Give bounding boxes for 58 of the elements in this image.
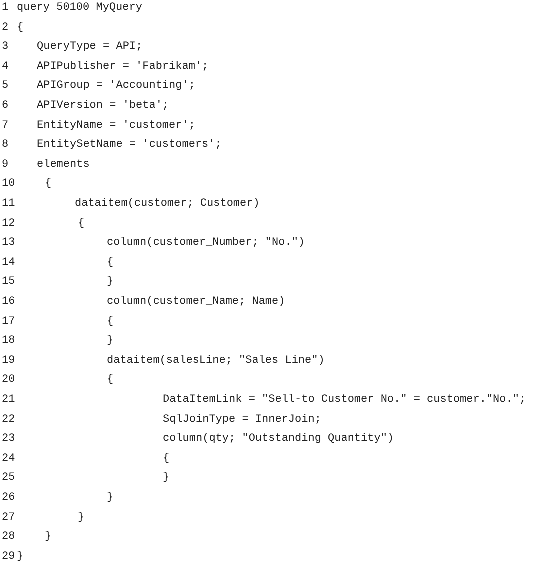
line-number: 5 [2, 79, 9, 94]
line-number: 27 [2, 510, 16, 525]
code-line: APIPublisher = 'Fabrikam'; [37, 60, 209, 74]
code-line: { [78, 216, 85, 231]
line-number: 16 [2, 295, 16, 309]
code-line: } [45, 530, 52, 544]
code-line: { [17, 20, 24, 35]
code-line: { [45, 177, 52, 192]
code-line: EntityName = 'customer'; [37, 118, 196, 133]
line-number: 9 [2, 158, 9, 172]
line-number: 29 [2, 550, 16, 564]
code-line: { [107, 373, 114, 388]
line-number: 1 [2, 1, 9, 15]
line-number: 22 [2, 412, 16, 427]
line-number: 19 [2, 354, 16, 368]
line-number: 10 [2, 177, 16, 192]
code-line: dataitem(salesLine; "Sales Line") [107, 354, 325, 368]
code-line: QueryType = API; [37, 40, 143, 54]
line-number: 20 [2, 373, 16, 388]
line-number: 23 [2, 432, 16, 446]
code-line: } [107, 334, 114, 348]
line-number: 3 [2, 40, 9, 54]
line-number: 2 [2, 20, 9, 35]
code-line: column(customer_Name; Name) [107, 295, 286, 309]
code-line: column(customer_Number; "No.") [107, 236, 306, 250]
line-number: 7 [2, 118, 9, 133]
line-number: 21 [2, 393, 16, 407]
line-number: 28 [2, 530, 16, 544]
line-number: 17 [2, 314, 16, 329]
code-line: dataitem(customer; Customer) [75, 197, 260, 211]
code-line: } [107, 275, 114, 290]
code-line: SqlJoinType = InnerJoin; [163, 412, 322, 427]
code-line: DataItemLink = "Sell-to Customer No." = customer."No."; [163, 393, 526, 407]
code-line: APIGroup = 'Accounting'; [37, 79, 196, 94]
line-number: 14 [2, 256, 16, 270]
code-line: query 50100 MyQuery [17, 1, 142, 15]
code-line: { [107, 256, 114, 270]
line-number: 6 [2, 99, 9, 113]
code-line: { [163, 452, 170, 466]
line-number: 18 [2, 334, 16, 348]
code-line: EntitySetName = 'customers'; [37, 138, 222, 152]
code-line: elements [37, 158, 90, 172]
line-number: 24 [2, 452, 16, 466]
code-line: column(qty; "Outstanding Quantity") [163, 432, 394, 446]
code-line: } [163, 471, 170, 486]
line-number: 15 [2, 275, 16, 290]
line-number: 4 [2, 60, 9, 74]
line-number: 13 [2, 236, 16, 250]
code-line: } [78, 510, 85, 525]
code-line: } [17, 550, 24, 564]
code-line: APIVersion = 'beta'; [37, 99, 170, 113]
code-line: { [107, 314, 114, 329]
line-number: 11 [2, 197, 16, 211]
line-number: 25 [2, 471, 16, 486]
line-number: 26 [2, 491, 16, 505]
line-number: 12 [2, 216, 16, 231]
line-number: 8 [2, 138, 9, 152]
code-line: } [107, 491, 114, 505]
